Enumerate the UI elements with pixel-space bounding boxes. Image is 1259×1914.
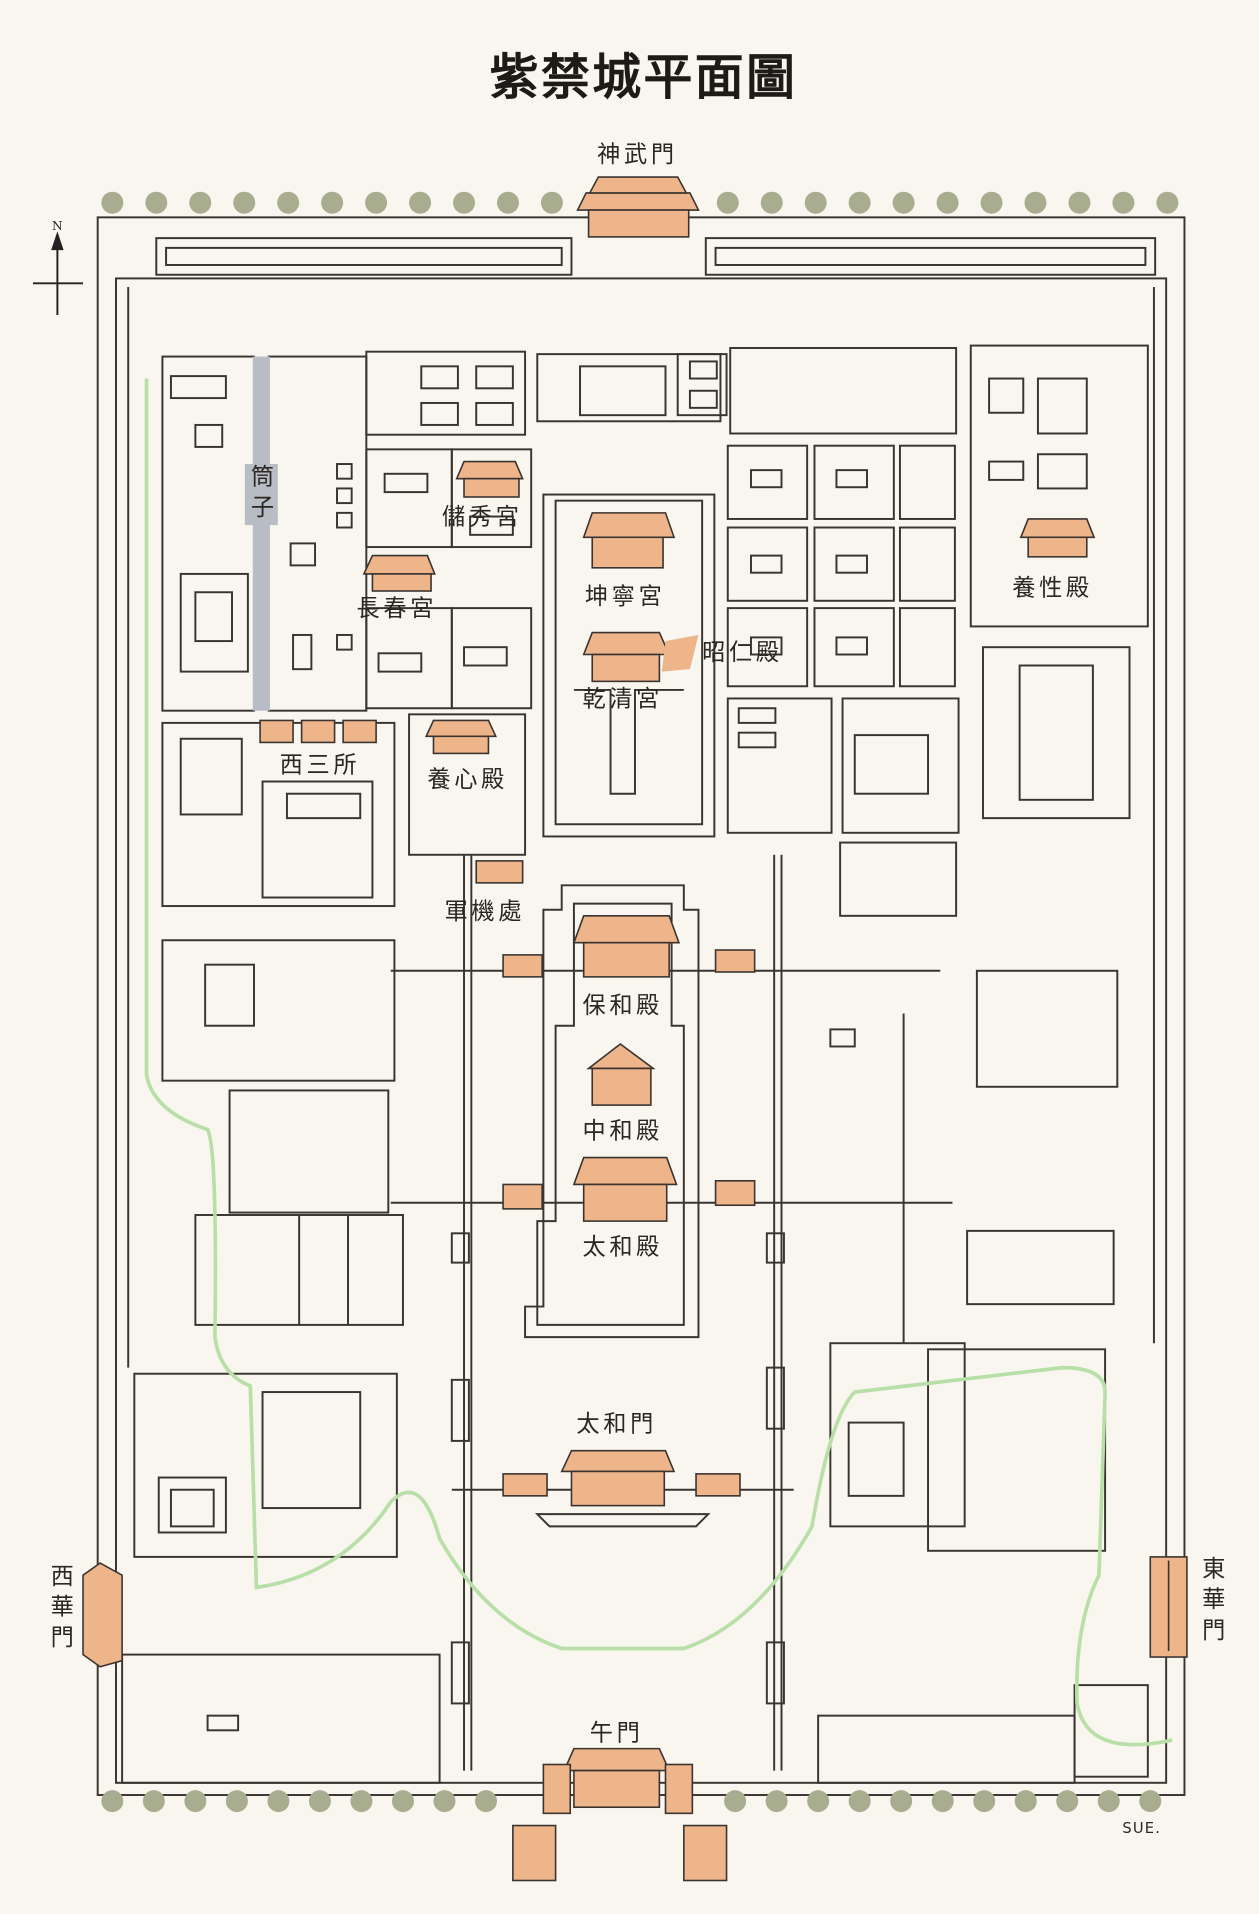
tree-icon	[980, 191, 1003, 214]
label-donghuamen: 東華門	[1198, 1556, 1226, 1648]
tree-icon	[189, 191, 212, 214]
qianqinggong-building	[582, 631, 699, 683]
tree-icon	[350, 1790, 373, 1813]
tree-row	[101, 191, 1179, 1813]
tree-icon	[716, 191, 739, 214]
tree-icon	[365, 191, 388, 214]
tree-icon	[1139, 1790, 1162, 1813]
north-arrow-icon	[32, 231, 84, 316]
tree-icon	[760, 191, 783, 214]
kunninggong-building	[582, 512, 676, 569]
tree-icon	[267, 1790, 290, 1813]
label-chuxiugong: 儲秀宮	[442, 503, 523, 531]
tree-icon	[1112, 191, 1135, 214]
inner-moat	[144, 378, 1173, 1747]
tree-icon	[973, 1790, 996, 1813]
xihuamen-building	[82, 1562, 123, 1668]
junjichu-building	[475, 860, 524, 884]
tree-icon	[1097, 1790, 1120, 1813]
tree-icon	[225, 1790, 248, 1813]
label-baohedian: 保和殿	[582, 992, 664, 1020]
label-junjichu: 軍機處	[444, 898, 526, 925]
taihedian-building	[502, 1156, 756, 1222]
label-wumen: 午門	[589, 1719, 644, 1747]
tree-icon	[1014, 1790, 1037, 1813]
taihemen-building	[502, 1449, 741, 1507]
tree-icon	[890, 1790, 913, 1813]
zhonghedian-building	[586, 1043, 656, 1106]
label-shenwumen: 神武門	[597, 141, 678, 168]
label-xihuamen: 西華門	[47, 1563, 74, 1656]
label-taihemen: 太和門	[576, 1410, 657, 1438]
tree-icon	[308, 1790, 331, 1813]
label-xisansuo: 西三所	[279, 751, 361, 779]
tongzi-lane	[252, 356, 270, 711]
tree-icon	[433, 1790, 456, 1813]
tree-icon	[1024, 191, 1047, 214]
tree-icon	[807, 1790, 830, 1813]
tree-icon	[931, 1790, 954, 1813]
label-kunninggong: 坤寧宮	[584, 583, 666, 610]
tree-icon	[1068, 191, 1091, 214]
artist-signature: SUE.	[1122, 1819, 1162, 1837]
tree-icon	[101, 191, 124, 214]
map-title: 紫禁城平面圖	[489, 50, 798, 107]
label-zhaorendian: 昭仁殿	[702, 639, 783, 667]
tree-icon	[101, 1790, 124, 1813]
tree-icon	[892, 191, 915, 214]
xisansuo-buildings	[259, 719, 377, 744]
yangxingdian-building	[1019, 518, 1096, 558]
tree-icon	[321, 191, 344, 214]
chuxiugong-building	[455, 460, 524, 498]
shenwumen-gate	[576, 176, 700, 238]
label-changchungong: 長春宮	[356, 595, 438, 623]
label-taihedian: 太和殿	[582, 1233, 664, 1261]
tree-icon	[765, 1790, 788, 1813]
tree-icon	[936, 191, 959, 214]
tree-icon	[145, 191, 168, 214]
compass-north-label: N	[52, 220, 63, 234]
label-tongzi: 筒子	[244, 464, 278, 526]
tree-icon	[496, 191, 519, 214]
tree-icon	[184, 1790, 207, 1813]
tree-icon	[409, 191, 432, 214]
yangxindian-building	[424, 719, 498, 755]
tree-icon	[453, 191, 476, 214]
wumen-building	[512, 1747, 728, 1882]
baohedian-building	[502, 915, 756, 978]
label-qianqinggong: 乾清宮	[582, 685, 664, 713]
tree-icon	[848, 1790, 871, 1813]
tree-icon	[1156, 191, 1179, 214]
label-zhonghedian: 中和殿	[582, 1117, 664, 1145]
tree-icon	[540, 191, 563, 214]
tree-icon	[848, 191, 871, 214]
tree-icon	[1056, 1790, 1079, 1813]
tree-icon	[277, 191, 300, 214]
label-yangxindian: 養心殿	[427, 766, 508, 794]
tree-icon	[142, 1790, 165, 1813]
tree-icon	[804, 191, 827, 214]
tree-icon	[475, 1790, 497, 1813]
tree-icon	[724, 1790, 747, 1813]
donghuamen-building	[1149, 1556, 1188, 1658]
changchungong-building	[362, 554, 436, 592]
tree-icon	[391, 1790, 414, 1813]
label-yangxingdian: 養性殿	[1012, 574, 1093, 602]
tree-icon	[233, 191, 256, 214]
